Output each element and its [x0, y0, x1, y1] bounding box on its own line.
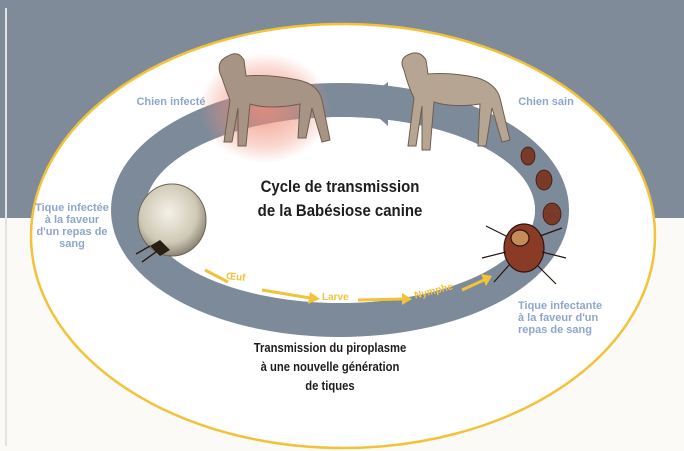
- stage-label-egg: Œuf: [225, 271, 245, 284]
- label-infecting-tick-line-3: repas de sang: [518, 324, 628, 336]
- label-infected-tick-line-4: sang: [22, 238, 122, 250]
- subtitle-line-2: à une nouvelle génération: [240, 358, 420, 377]
- label-infected-tick-line-1: Tique infectée: [22, 202, 122, 214]
- stage-label-larva: Larve: [322, 292, 349, 303]
- label-infected-tick-line-3: d'un repas de: [22, 226, 122, 238]
- title-line-2: de la Babésiose canine: [234, 199, 445, 223]
- title-line-1: Cycle de transmission: [234, 175, 445, 199]
- stage-arrow-2: [358, 299, 402, 300]
- label-infected-tick-line-2: à la faveur: [22, 214, 122, 226]
- label-infecting-tick-line-1: Tique infectante: [518, 300, 628, 312]
- label-infecting-tick-line-2: à la faveur d'un: [518, 312, 628, 324]
- label-infecting-tick: Tique infectante à la faveur d'un repas …: [518, 300, 628, 336]
- label-infected-dog: Chien infecté: [126, 96, 216, 108]
- diagram-subtitle: Transmission du piroplasme à une nouvell…: [240, 339, 420, 396]
- label-infected-tick: Tique infectée à la faveur d'un repas de…: [22, 202, 122, 250]
- label-healthy-dog: Chien sain: [506, 96, 586, 108]
- diagram-title: Cycle de transmission de la Babésiose ca…: [234, 175, 445, 223]
- subtitle-line-1: Transmission du piroplasme: [240, 339, 420, 358]
- subtitle-line-3: de tiques: [240, 377, 420, 396]
